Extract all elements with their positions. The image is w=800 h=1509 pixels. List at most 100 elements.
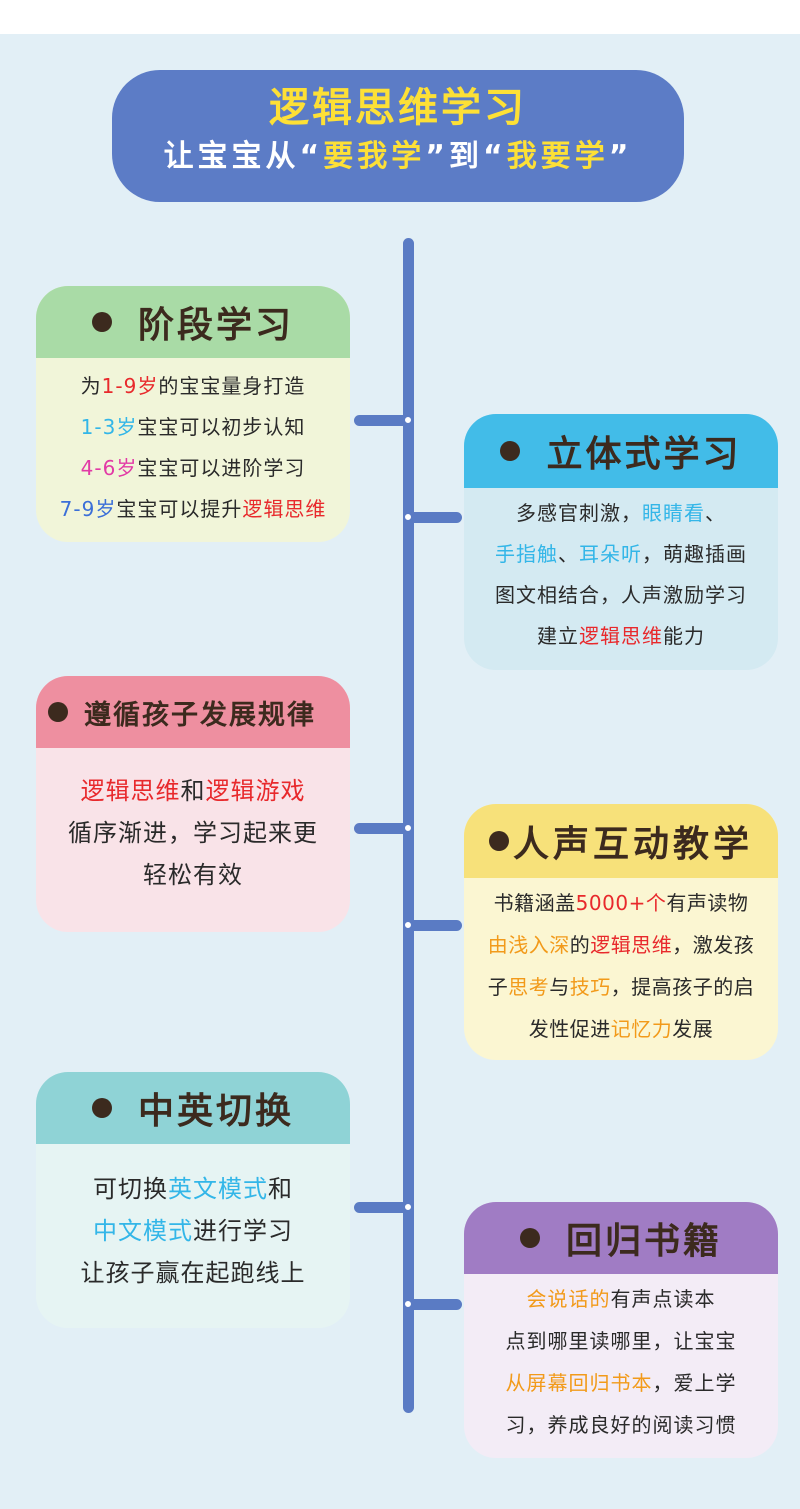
- card-header: 中英切换: [36, 1072, 350, 1144]
- card-line: 循序渐进，学习起来更: [68, 819, 318, 847]
- text: 书籍涵盖: [493, 891, 576, 915]
- text: 进行学习: [193, 1217, 293, 1245]
- highlight: 英文模式: [168, 1175, 268, 1203]
- card-line: 逻辑思维和逻辑游戏: [36, 770, 350, 812]
- card-voice-interaction: 人声互动教学 书籍涵盖5000+个有声读物 由浅入深的逻辑思维，激发孩 子思考与…: [464, 804, 778, 1060]
- text: 宝宝可以进阶学习: [137, 456, 306, 480]
- card-line: 1-3岁宝宝可以初步认知: [36, 407, 350, 448]
- highlight: 4-6岁: [80, 456, 138, 480]
- bullet-icon: [91, 1098, 112, 1118]
- subtitle-part: 让宝宝从“: [163, 139, 324, 174]
- text: ，提高孩子的启: [610, 975, 755, 999]
- highlight: 逻辑思维: [242, 497, 327, 521]
- text: 有声读物: [666, 891, 749, 915]
- card-title: 遵循孩子发展规律: [84, 699, 316, 731]
- highlight: 眼睛看: [642, 501, 705, 525]
- bullet-icon: [488, 831, 509, 851]
- text: 和: [180, 777, 206, 805]
- timeline-connector: [354, 415, 410, 426]
- card-header: 立体式学习: [464, 414, 778, 488]
- text: 发性促进: [528, 1017, 611, 1041]
- highlight: 逻辑游戏: [205, 777, 306, 805]
- card-header: 遵循孩子发展规律: [36, 676, 350, 748]
- card-line: 由浅入深的逻辑思维，激发孩: [464, 924, 778, 966]
- timeline-connector: [406, 920, 462, 931]
- card-line: 7-9岁宝宝可以提升逻辑思维: [36, 489, 350, 530]
- subtitle-highlight: 要我学: [323, 139, 426, 174]
- highlight: 1-3岁: [80, 415, 138, 439]
- card-line: 会说话的有声点读本: [464, 1278, 778, 1320]
- highlight: 逻辑思维: [80, 777, 181, 805]
- card-line: 发性促进记忆力发展: [464, 1008, 778, 1050]
- bullet-icon: [91, 312, 112, 332]
- card-return-to-books: 回归书籍 会说话的有声点读本 点到哪里读哪里，让宝宝 从屏幕回归书本，爱上学 习…: [464, 1202, 778, 1458]
- card-title: 中英切换: [137, 1091, 294, 1132]
- text: 建立: [537, 624, 579, 648]
- timeline-node: [403, 512, 413, 522]
- card-immersive-learning: 立体式学习 多感官刺激，眼睛看、 手指触、耳朵听，萌趣插画 图文相结合，人声激励…: [464, 414, 778, 670]
- card-body: 为1-9岁的宝宝量身打造 1-3岁宝宝可以初步认知 4-6岁宝宝可以进阶学习 7…: [36, 358, 350, 530]
- card-line: 建立逻辑思维能力: [464, 616, 778, 657]
- timeline-node: [403, 1299, 413, 1309]
- highlight: 思考: [508, 975, 550, 999]
- highlight: 从屏幕回归书本: [505, 1371, 653, 1395]
- card-stage-learning: 阶段学习 为1-9岁的宝宝量身打造 1-3岁宝宝可以初步认知 4-6岁宝宝可以进…: [36, 286, 350, 542]
- text: 、: [558, 542, 579, 566]
- card-line: 可切换英文模式和: [36, 1168, 350, 1210]
- timeline-connector: [406, 512, 462, 523]
- card-header: 回归书籍: [464, 1202, 778, 1274]
- text: 的宝宝量身打造: [158, 374, 306, 398]
- timeline-connector: [354, 823, 410, 834]
- highlight: 手指触: [495, 542, 558, 566]
- card-development-rules: 遵循孩子发展规律 逻辑思维和逻辑游戏 循序渐进，学习起来更 轻松有效: [36, 676, 350, 932]
- banner-title: 逻辑思维学习: [112, 82, 684, 134]
- subtitle-part: ”: [608, 139, 633, 174]
- title-banner: 逻辑思维学习 让宝宝从“要我学”到“我要学”: [112, 70, 684, 202]
- card-line: 中文模式进行学习: [36, 1210, 350, 1252]
- card-line: 书籍涵盖5000+个有声读物: [464, 882, 778, 924]
- card-line: 轻松有效: [143, 861, 243, 889]
- text: 和: [268, 1175, 293, 1203]
- text: 宝宝可以初步认知: [137, 415, 306, 439]
- card-line: 多感官刺激，眼睛看、: [464, 493, 778, 534]
- card-line: 点到哪里读哪里，让宝宝: [505, 1329, 737, 1353]
- card-title: 阶段学习: [137, 305, 294, 346]
- text: 发展: [672, 1017, 714, 1041]
- card-body: 书籍涵盖5000+个有声读物 由浅入深的逻辑思维，激发孩 子思考与技巧，提高孩子…: [464, 878, 778, 1050]
- card-language-switch: 中英切换 可切换英文模式和 中文模式进行学习 让孩子赢在起跑线上: [36, 1072, 350, 1328]
- timeline-node: [403, 415, 413, 425]
- highlight: 逻辑思维: [590, 933, 673, 957]
- highlight: 技巧: [569, 975, 611, 999]
- card-line: 图文相结合，人声激励学习: [495, 583, 747, 607]
- card-line: 从屏幕回归书本，爱上学: [464, 1362, 778, 1404]
- card-line: 习，养成良好的阅读习惯: [505, 1413, 737, 1437]
- card-line: 手指触、耳朵听，萌趣插画: [464, 534, 778, 575]
- highlight: 5000+个: [575, 891, 667, 915]
- highlight: 由浅入深: [487, 933, 570, 957]
- bullet-icon: [48, 702, 68, 722]
- highlight: 中文模式: [93, 1217, 193, 1245]
- bullet-icon: [500, 441, 521, 461]
- text: 可切换: [93, 1175, 168, 1203]
- highlight: 耳朵听: [579, 542, 642, 566]
- text: 能力: [663, 624, 705, 648]
- text: 多感官刺激，: [516, 501, 642, 525]
- card-header: 人声互动教学: [464, 804, 778, 878]
- text: ，激发孩: [672, 933, 755, 957]
- card-body: 多感官刺激，眼睛看、 手指触、耳朵听，萌趣插画 图文相结合，人声激励学习 建立逻…: [464, 488, 778, 657]
- highlight: 1-9岁: [101, 374, 159, 398]
- text: 子: [487, 975, 509, 999]
- timeline-node: [403, 1202, 413, 1212]
- highlight: 逻辑思维: [579, 624, 663, 648]
- timeline-node: [403, 920, 413, 930]
- bullet-icon: [519, 1228, 540, 1248]
- timeline-node: [403, 823, 413, 833]
- subtitle-highlight: 我要学: [506, 139, 609, 174]
- subtitle-part: ”到“: [425, 139, 507, 174]
- highlight: 7-9岁: [59, 497, 117, 521]
- banner-title-text: 逻辑思维学习: [269, 85, 527, 131]
- card-title: 人声互动教学: [512, 824, 753, 865]
- card-body: 可切换英文模式和 中文模式进行学习 让孩子赢在起跑线上: [36, 1144, 350, 1294]
- text: 与: [549, 975, 570, 999]
- card-line: 为1-9岁的宝宝量身打造: [36, 366, 350, 407]
